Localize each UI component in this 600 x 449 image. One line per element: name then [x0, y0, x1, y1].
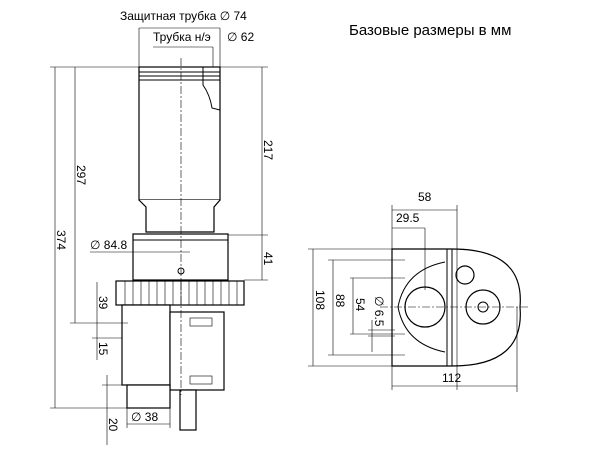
housing-collar: [132, 233, 229, 281]
dim-20: 20: [106, 418, 120, 432]
side-view: Защитная трубка ∅ 74 Трубка н/э ∅ 62 374…: [50, 9, 275, 445]
dimension-lines: [50, 27, 268, 445]
dim-54: 54: [353, 298, 367, 312]
dim-6-5: ∅ 6.5: [372, 296, 386, 327]
dim-112: 112: [442, 371, 461, 385]
dimension-lines: [308, 205, 518, 392]
dim-84-8: ∅ 84.8: [90, 238, 127, 252]
dim-88: 88: [333, 294, 347, 308]
bottom-view: 58 29.5 108 88 54 ∅ 6.5 112: [308, 190, 528, 392]
dim-297: 297: [74, 165, 88, 185]
protective-tube-label: Защитная трубка ∅ 74: [120, 9, 247, 23]
screw: [455, 265, 475, 285]
dim-38: ∅ 38: [131, 410, 158, 424]
cooling-fins: [115, 280, 245, 306]
dim-41: 41: [261, 252, 275, 266]
dim-29-5: 29.5: [396, 211, 420, 225]
dim-374: 374: [54, 230, 68, 250]
tube-label: Трубка н/э: [153, 30, 211, 44]
drawing-title: Базовые размеры в мм: [349, 22, 511, 39]
dim-108: 108: [313, 290, 327, 310]
lower-body: [121, 304, 225, 431]
protective-tube: [138, 66, 221, 233]
dim-39: 39: [96, 296, 110, 310]
tube-diameter-label: ∅ 62: [227, 30, 254, 44]
dim-15: 15: [96, 342, 110, 356]
dim-58: 58: [418, 190, 432, 204]
dim-217: 217: [261, 140, 275, 160]
